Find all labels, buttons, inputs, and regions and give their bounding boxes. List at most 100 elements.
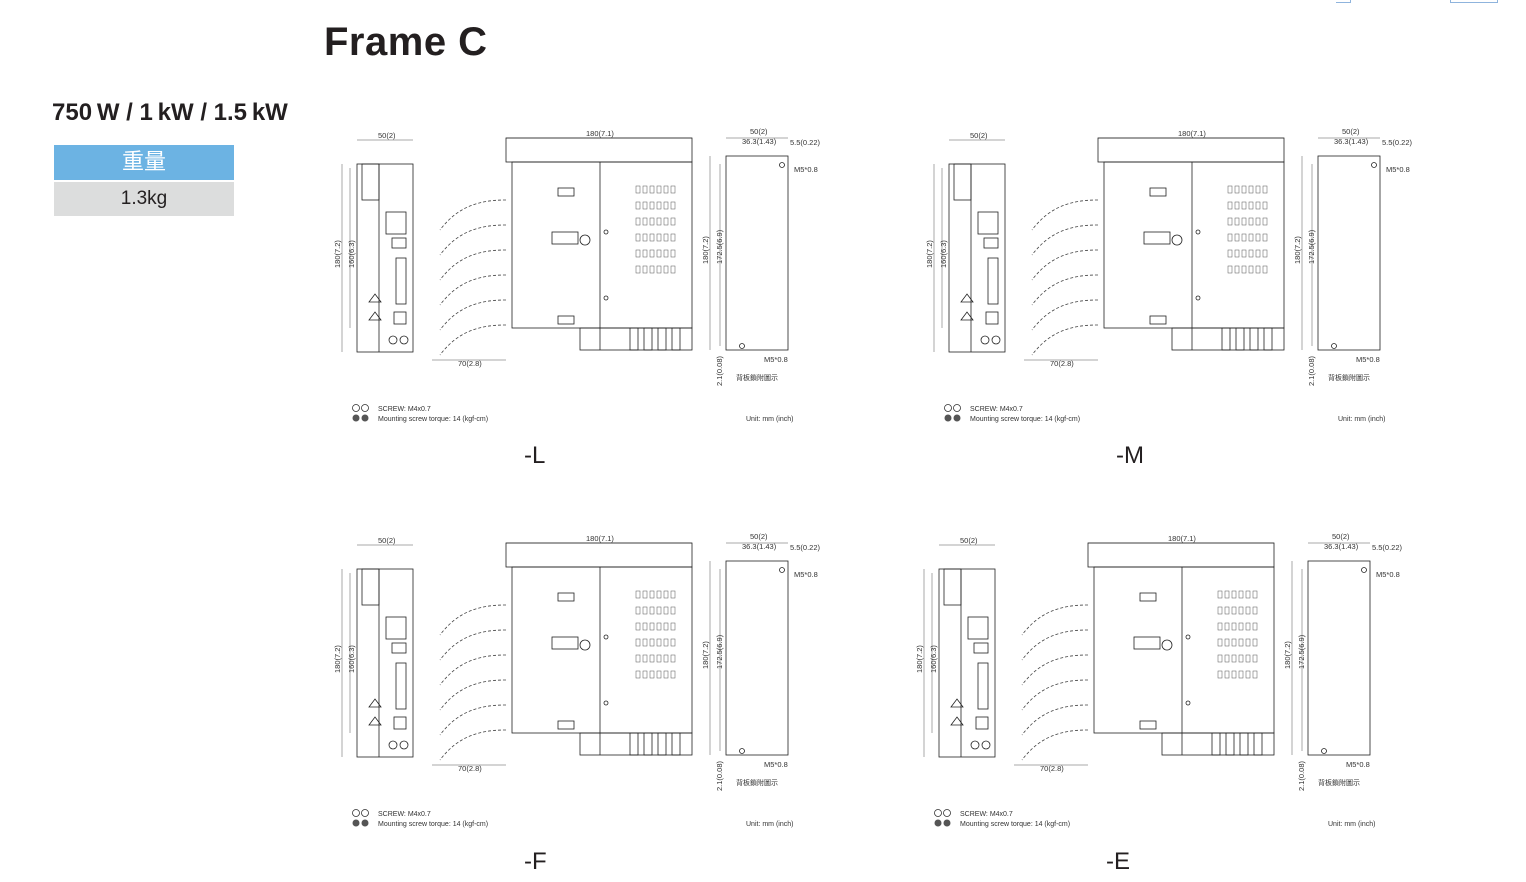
rear-bottom-screw-label: M5*0.8 [764, 760, 788, 769]
rear-top-hole [1361, 567, 1367, 573]
ground-screw-left [388, 335, 398, 345]
vent-slot [1231, 590, 1237, 599]
vent-slot [1245, 654, 1251, 663]
vent-slot [663, 185, 669, 194]
vent-slot [635, 606, 641, 615]
vent-slot [1238, 654, 1244, 663]
warning-triangle-2 [368, 716, 382, 726]
cable-clearance-label: 70(2.8) [458, 764, 482, 773]
vent-slot [1241, 233, 1247, 242]
vent-slot [670, 265, 676, 274]
torque-note: Mounting screw torque: 14 (kgf-cm) [378, 821, 488, 828]
front-outline [938, 568, 996, 758]
rear-bottom-screw-label: M5*0.8 [1356, 355, 1380, 364]
screw-note: SCREW: M4x0.7 [970, 406, 1023, 413]
front-port [391, 237, 407, 249]
vent-slot [642, 622, 648, 631]
rear-offset-label: 5.5(0.22) [790, 543, 821, 552]
cable-clearance-label: 70(2.8) [1040, 764, 1064, 773]
vent-slot [1234, 233, 1240, 242]
warning-triangle-2 [368, 311, 382, 321]
vent-slot [656, 217, 662, 226]
vent-slot [635, 590, 641, 599]
side-connector [1133, 636, 1161, 650]
side-connector [551, 231, 579, 245]
ground-screw-right [399, 740, 409, 750]
side-label-plate [1149, 187, 1167, 197]
vent-slot [635, 185, 641, 194]
cable-path [1031, 199, 1099, 231]
vent-slot [656, 654, 662, 663]
rear-width-label: 50(2) [750, 127, 768, 136]
ground-screw-left [980, 335, 990, 345]
vent-slot [1262, 265, 1268, 274]
vent-slot [1234, 217, 1240, 226]
vent-slot [663, 217, 669, 226]
cable-clearance-label: 70(2.8) [1050, 359, 1074, 368]
vent-slot [656, 606, 662, 615]
vent-slot [1217, 590, 1223, 599]
vent-slot [649, 233, 655, 242]
vent-slot [1227, 185, 1233, 194]
vent-slot [649, 201, 655, 210]
torque-note: Mounting screw torque: 14 (kgf-cm) [378, 416, 488, 423]
cable-path [1021, 604, 1089, 636]
vent-slot [1252, 622, 1258, 631]
vent-slot [670, 249, 676, 258]
vent-slot [649, 638, 655, 647]
cable-path [1021, 654, 1089, 686]
rear-mounting-note: 背板鎖附圖示 [1318, 778, 1360, 787]
vent-slot [642, 185, 648, 194]
vent-slot [1234, 265, 1240, 274]
vent-slot [1241, 217, 1247, 226]
rear-mounting-note: 背板鎖附圖示 [1328, 373, 1370, 382]
vent-slot [1231, 670, 1237, 679]
vent-slot [1227, 201, 1233, 210]
rear-hole-pitch-label: 36.3(1.43) [742, 542, 777, 551]
side-body [511, 566, 693, 734]
vent-slot [663, 249, 669, 258]
vent-slot [656, 201, 662, 210]
side-fin-base [1161, 732, 1275, 756]
ground-screw-right [399, 335, 409, 345]
drawing-variant-e: 50(2)180(7.2)160(6.3)70(2.8)180(7.1)50(2… [912, 532, 1403, 833]
vent-slot [656, 249, 662, 258]
side-screw [603, 229, 609, 235]
rear-top-hole [779, 162, 785, 168]
side-depth-label: 180(7.1) [1168, 534, 1196, 543]
mount-screw-icon [944, 414, 952, 422]
vent-slot [635, 638, 641, 647]
ground-screw-left [970, 740, 980, 750]
vent-slot [670, 654, 676, 663]
heatsink-fin [1221, 327, 1231, 351]
vent-slot [1245, 638, 1251, 647]
vent-slot [1248, 249, 1254, 258]
ground-symbol-icon [944, 404, 952, 412]
front-port [973, 642, 989, 654]
rear-plate [725, 560, 789, 756]
rear-plate [1317, 155, 1381, 351]
front-width-label: 50(2) [960, 536, 978, 545]
rear-bottom-screw-label: M5*0.8 [764, 355, 788, 364]
vent-slot [649, 185, 655, 194]
front-bottom-connector [393, 311, 407, 325]
vent-slot [670, 217, 676, 226]
ground-symbol-icon [352, 809, 360, 817]
vent-slot [1248, 201, 1254, 210]
rear-width-label: 50(2) [1332, 532, 1350, 541]
cable-path [439, 249, 507, 281]
vent-slot [635, 217, 641, 226]
vent-slot [1217, 654, 1223, 663]
screw-note: SCREW: M4x0.7 [960, 811, 1013, 818]
front-width-label: 50(2) [378, 536, 396, 545]
heatsink-fin [1253, 732, 1263, 756]
unit-note: Unit: mm (inch) [1328, 821, 1375, 828]
vent-slot [656, 622, 662, 631]
side-bottom-plate [557, 315, 575, 325]
vent-slot [1241, 201, 1247, 210]
vent-slot [1227, 217, 1233, 226]
ground-screw-left [388, 740, 398, 750]
cable-path [1021, 679, 1089, 711]
vent-slot [642, 217, 648, 226]
variant-label-f: -F [524, 848, 547, 875]
